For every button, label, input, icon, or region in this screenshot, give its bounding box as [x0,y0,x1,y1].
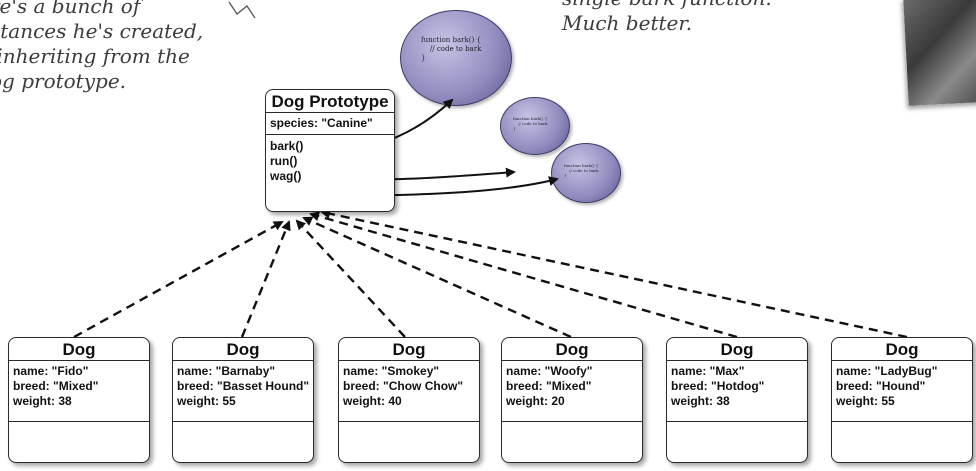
method-wag: wag() [270,169,302,183]
divider [9,360,149,361]
dog-title: Dog [226,340,260,359]
divider [266,134,394,135]
dog-breed: breed: "Mixed" [506,379,592,393]
dog-instance-smokey: Dog name: "Smokey" breed: "Chow Chow" we… [338,337,480,463]
divider [339,421,479,422]
inherit-arrow-woofy [302,216,572,339]
bark-function-code-small: function bark() { // code to bark } [564,163,599,178]
bark-function-blob-small: function bark() { // code to bark } [500,97,570,155]
divider [9,421,149,422]
dog-name: name: "Woofy" [506,364,593,378]
divider [173,360,313,361]
inherit-arrow-barnaby [240,220,291,338]
divider [266,112,394,113]
bark-function-blob-small: function bark() { // code to bark } [551,143,621,203]
divider [667,360,807,361]
dog-title: Dog [885,340,919,359]
prototype-species: species: "Canine" [270,116,373,130]
bark-function-code-small: function bark() { // code to bark } [513,116,548,131]
dog-weight: weight: 55 [836,394,895,408]
dog-breed: breed: "Mixed" [13,379,99,393]
divider [173,421,313,422]
divider [502,421,642,422]
dog-instance-fido: Dog name: "Fido" breed: "Mixed" weight: … [8,337,150,463]
dog-name: name: "Max" [671,364,745,378]
divider [667,421,807,422]
method-bark: bark() [270,139,304,153]
dog-title: Dog [62,340,96,359]
dog-breed: breed: "Hound" [836,379,926,393]
method-run: run() [270,154,298,168]
dog-breed: breed: "Hotdog" [671,379,765,393]
inherit-arrow-smokey [295,219,406,338]
inherit-arrow-max [309,211,738,339]
bark-function-blob: function bark() { // code to bark } [400,10,512,106]
divider [832,421,972,422]
dog-name: name: "LadyBug" [836,364,938,378]
dog-instance-max: Dog name: "Max" breed: "Hotdog" weight: … [666,337,808,463]
inherit-arrow-ladybug [320,208,908,339]
dog-weight: weight: 38 [13,394,72,408]
dog-instance-ladybug: Dog name: "LadyBug" breed: "Hound" weigh… [831,337,973,463]
dog-title: Dog [392,340,426,359]
dog-weight: weight: 40 [343,394,402,408]
dog-weight: weight: 38 [671,394,730,408]
dog-weight: weight: 55 [177,394,236,408]
dog-instance-woofy: Dog name: "Woofy" breed: "Mixed" weight:… [501,337,643,463]
prototype-title: Dog Prototype [271,92,389,111]
dog-prototype-box: Dog Prototype species: "Canine" bark() r… [265,89,395,212]
dog-instance-barnaby: Dog name: "Barnaby" breed: "Basset Hound… [172,337,314,463]
pencil-doodle-icon [228,1,256,19]
dog-weight: weight: 20 [506,394,565,408]
divider [339,360,479,361]
inherit-arrow-fido [73,220,284,339]
dog-title: Dog [555,340,589,359]
divider [502,360,642,361]
dog-breed: breed: "Basset Hound" [177,379,310,393]
dog-name: name: "Smokey" [343,364,440,378]
bark-function-code: function bark() { // code to bark } [421,36,482,62]
dog-name: name: "Fido" [13,364,89,378]
dog-title: Dog [720,340,754,359]
right-annotation: single bark function. Much better. [562,0,772,35]
dog-name: name: "Barnaby" [177,364,276,378]
dog-breed: breed: "Chow Chow" [343,379,464,393]
divider [832,360,972,361]
left-annotation: re's a bunch of stances he's created, in… [0,0,204,93]
